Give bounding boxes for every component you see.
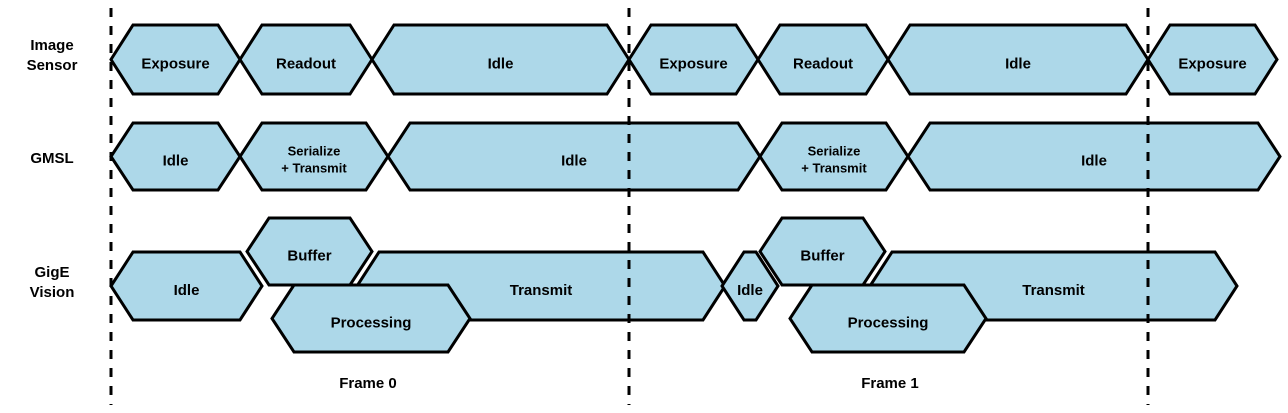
block-label: Processing bbox=[848, 314, 929, 331]
block-label: Exposure bbox=[141, 55, 209, 72]
block-image-sensor-exposure-frame2: Exposure bbox=[1146, 23, 1279, 96]
block-shape bbox=[1146, 23, 1279, 96]
block-label: Serialize+ Transmit bbox=[281, 144, 347, 176]
lane-label-image-sensor-line2: Sensor bbox=[27, 57, 78, 74]
block-shape bbox=[627, 23, 760, 96]
block-shape bbox=[788, 283, 988, 354]
block-label: Idle bbox=[163, 152, 189, 169]
block-gmsl-idle-frame1: Idle bbox=[906, 121, 1282, 192]
block-label: Idle bbox=[488, 55, 514, 72]
block-label: Transmit bbox=[510, 282, 573, 299]
block-image-sensor-readout-frame1: Readout bbox=[756, 23, 890, 96]
block-shape bbox=[238, 23, 374, 96]
block-shape bbox=[370, 23, 631, 96]
block-label: Readout bbox=[793, 55, 853, 72]
block-gige-vision-processing-frame0: Processing bbox=[270, 283, 472, 354]
block-shape bbox=[109, 23, 242, 96]
lane-gmsl: Idle Serialize+ Transmit Idle Serialize+ Tr… bbox=[109, 121, 1282, 192]
block-gige-vision-idle-frame0: Idle bbox=[109, 250, 264, 322]
block-image-sensor-idle-frame1: Idle bbox=[886, 23, 1150, 96]
frame-dividers bbox=[109, 8, 1150, 405]
block-gige-vision-idle-frame1: Idle bbox=[720, 250, 780, 322]
block-label: Idle bbox=[1005, 55, 1031, 72]
block-shape bbox=[386, 121, 762, 192]
lane-label-image-sensor-line1: Image bbox=[30, 37, 73, 54]
block-label: Idle bbox=[174, 282, 200, 299]
frame-label-1: Frame 1 bbox=[861, 375, 919, 392]
block-shape bbox=[906, 121, 1282, 192]
block-shape bbox=[720, 250, 780, 322]
lane-label-gmsl: GMSL bbox=[30, 150, 73, 167]
lane-gige-vision: Idle Transmit Idle Transmit Buffer BufferProc… bbox=[109, 216, 1239, 354]
block-gige-vision-buffer-frame1: Buffer bbox=[758, 216, 887, 287]
block-label: Readout bbox=[276, 55, 336, 72]
block-label: Idle bbox=[737, 282, 763, 299]
block-shape bbox=[886, 23, 1150, 96]
block-image-sensor-readout-frame0: Readout bbox=[238, 23, 374, 96]
frame-captions: Frame 0 Frame 1 bbox=[339, 375, 919, 392]
block-label: Serialize+ Transmit bbox=[801, 144, 867, 176]
block-image-sensor-idle-frame0: Idle bbox=[370, 23, 631, 96]
block-label: Buffer bbox=[287, 247, 331, 264]
block-label: Idle bbox=[561, 152, 587, 169]
lane-image-sensor: Exposure Readout Idle Exposure Readout Idle Ex… bbox=[109, 23, 1279, 96]
lane-labels: Image Sensor GMSL GigE Vision bbox=[27, 37, 78, 301]
block-gmsl-serialize-transmit-frame1: Serialize+ Transmit bbox=[758, 121, 910, 192]
block-image-sensor-exposure-frame0: Exposure bbox=[109, 23, 242, 96]
lane-label-gige-vision-line2: Vision bbox=[30, 284, 75, 301]
block-image-sensor-exposure-frame1: Exposure bbox=[627, 23, 760, 96]
block-shape bbox=[758, 121, 910, 192]
block-label: Exposure bbox=[659, 55, 727, 72]
block-label: Transmit bbox=[1022, 282, 1085, 299]
block-gige-vision-processing-frame1: Processing bbox=[788, 283, 988, 354]
lane-label-gige-vision-line1: GigE bbox=[34, 264, 69, 281]
block-gmsl-serialize-transmit-frame0: Serialize+ Transmit bbox=[238, 121, 390, 192]
block-label: Buffer bbox=[800, 247, 844, 264]
block-label: Processing bbox=[331, 314, 412, 331]
block-gmsl-idle-frame0: Idle bbox=[109, 121, 242, 192]
block-shape bbox=[238, 121, 390, 192]
block-label: Idle bbox=[1081, 152, 1107, 169]
block-shape bbox=[756, 23, 890, 96]
block-gmsl-idle-frame0: Idle bbox=[386, 121, 762, 192]
block-label: Exposure bbox=[1178, 55, 1246, 72]
block-gige-vision-buffer-frame0: Buffer bbox=[245, 216, 374, 287]
block-shape bbox=[270, 283, 472, 354]
frame-label-0: Frame 0 bbox=[339, 375, 397, 392]
